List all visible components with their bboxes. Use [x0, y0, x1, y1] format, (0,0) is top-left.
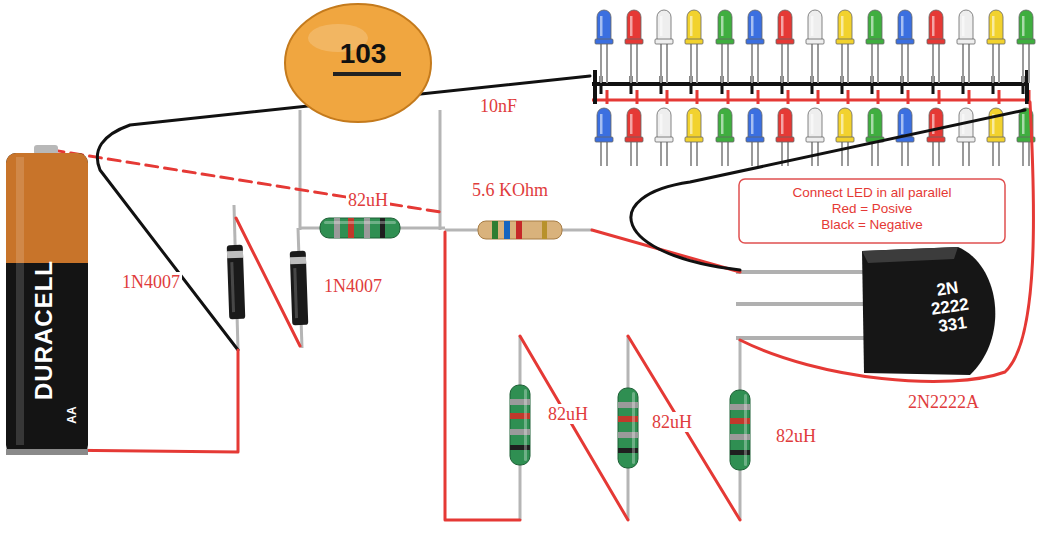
note-text: Red = Posive: [832, 201, 913, 217]
battery-body: DURACELL AA: [4, 145, 90, 457]
led-positive-ticks: [607, 90, 1029, 104]
transistor-body: 2N 2222 331: [858, 245, 1006, 377]
battery-size: AA: [65, 406, 79, 423]
inductor-symbol: [510, 385, 530, 465]
battery-brand: DURACELL: [30, 260, 58, 400]
value-label: 82uH: [650, 412, 694, 432]
note-text: Black = Negative: [821, 217, 923, 233]
led-row: [595, 10, 1035, 83]
note-text: Connect LED in all parallel: [792, 185, 951, 201]
positive-rail: [592, 99, 1030, 102]
transistor-marking: 2N 2222 331: [928, 278, 973, 336]
transistor-lead: [736, 302, 880, 306]
value-label: 82uH: [774, 426, 818, 446]
black-wire: [631, 110, 1025, 270]
led-row: [595, 108, 1035, 166]
inductor-symbol: [320, 218, 400, 238]
red-wire: [628, 336, 740, 520]
inductor-symbol: [730, 390, 750, 470]
transistor-lead: [736, 336, 880, 340]
value-label: 82uH: [546, 404, 590, 424]
red-wire: [740, 102, 1034, 382]
resistor-symbol: [478, 221, 562, 239]
part-label: 1N4007: [322, 276, 384, 296]
value-label: 5.6 KOhm: [470, 180, 550, 200]
red-wire: [520, 336, 628, 520]
rail-end: [593, 70, 597, 104]
red-wire: [236, 218, 300, 346]
part-label: 1N4007: [120, 272, 182, 292]
diode-symbol: [290, 251, 309, 326]
note-box: Connect LED in all parallelRed = PosiveB…: [738, 178, 1006, 244]
transistor-lead: [736, 270, 880, 274]
red-wire: [445, 232, 520, 520]
diode-symbol: [227, 245, 246, 320]
value-label: 82uH: [346, 190, 390, 210]
capacitor-code: 103: [340, 38, 387, 70]
capacitor-lead: [299, 110, 302, 230]
value-label: 10nF: [478, 96, 519, 116]
part-label: 2N2222A: [906, 392, 981, 412]
capacitor-body: 103: [283, 2, 433, 124]
inductor-symbol: [618, 388, 638, 468]
